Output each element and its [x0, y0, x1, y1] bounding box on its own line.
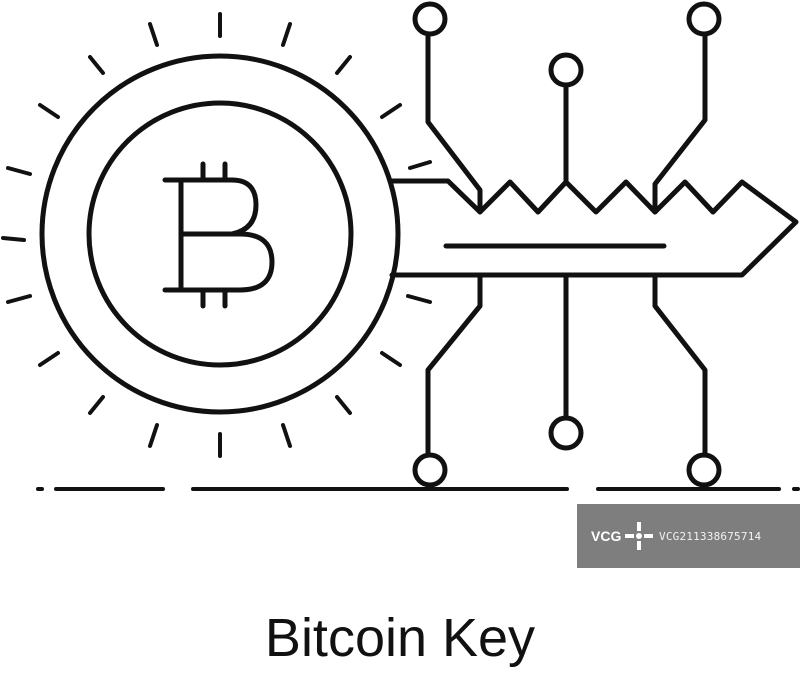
key-icon	[389, 178, 799, 278]
bitcoin-symbol-icon	[162, 161, 275, 309]
bitcoin-key-illustration	[1, 1, 800, 491]
sun-rays-icon	[1, 12, 432, 458]
watermark: VCG VCG211338675714	[577, 504, 800, 568]
watermark-brand: VCG	[591, 528, 622, 544]
page-title: Bitcoin Key	[264, 608, 536, 668]
watermark-id: VCG211338675714	[659, 529, 762, 543]
vcg-logo-icon: VCG	[591, 516, 653, 556]
bitcoin-coin-icon	[39, 53, 401, 415]
circuit-node-icon	[412, 1, 722, 488]
